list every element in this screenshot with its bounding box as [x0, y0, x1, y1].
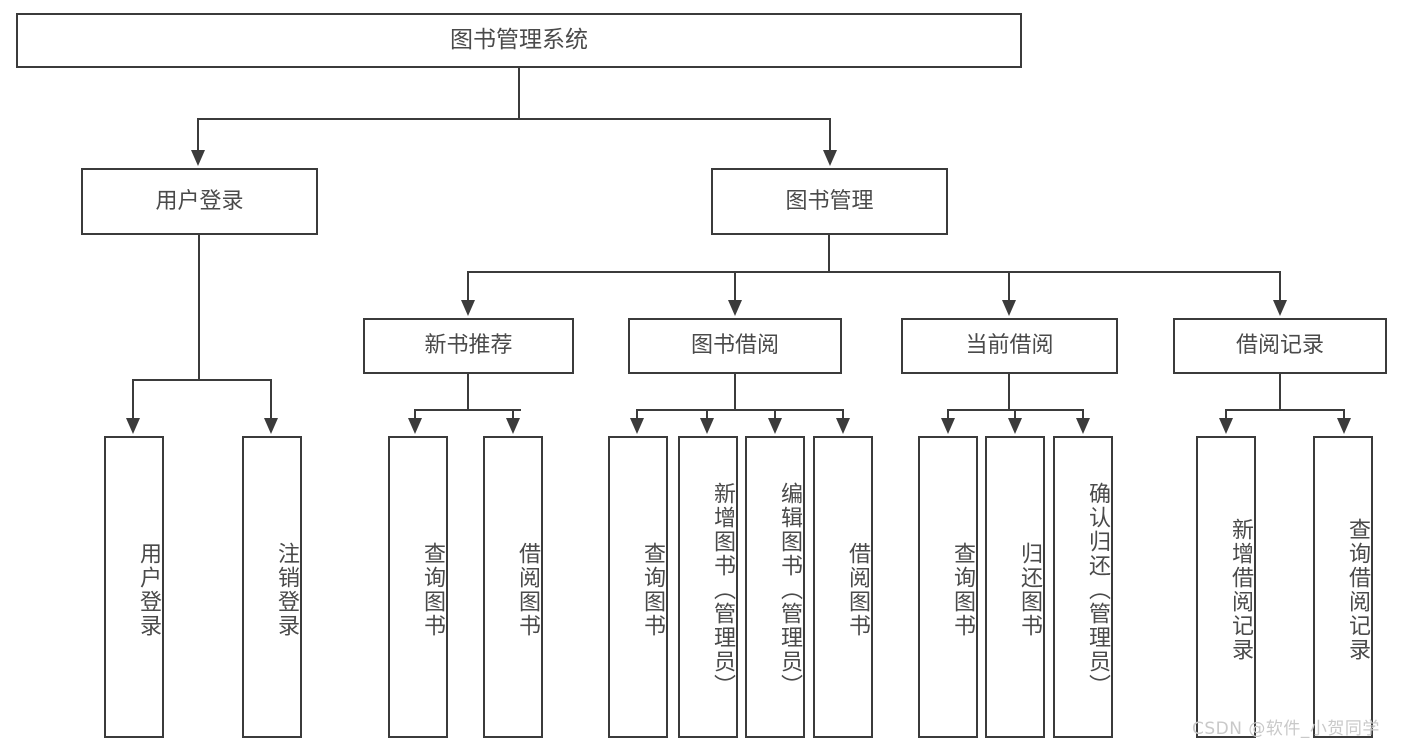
edge-group2-branch-2	[1082, 409, 1084, 418]
edge-manage-branch-3	[1279, 271, 1281, 300]
edge-group1-branch-0	[636, 409, 638, 418]
node-label: 归还图书	[1017, 542, 1042, 638]
node-label: 查询图书	[950, 542, 975, 638]
edge-login-bar	[133, 379, 272, 381]
node-leaf-8[interactable]: 查询图书	[918, 436, 978, 738]
arrow-group0-branch-0	[408, 418, 422, 434]
edge-group1-branch-1	[706, 409, 708, 418]
node-label: 确认归还（管理员）	[1085, 482, 1110, 698]
edge-manage-branch-0	[467, 271, 469, 300]
edge-group3-branch-0	[1225, 409, 1227, 418]
node-label: 图书管理	[785, 188, 874, 214]
node-leaf-0[interactable]: 用户登录	[104, 436, 164, 738]
node-label: 用户登录	[155, 188, 244, 214]
edge-login-drop	[198, 235, 200, 379]
edge-manage-drop	[828, 235, 830, 271]
node-level3-2[interactable]: 当前借阅	[901, 318, 1118, 374]
node-label: 图书借阅	[690, 333, 779, 359]
arrow-manage-branch-1	[728, 300, 742, 316]
edge-group3-bar	[1226, 409, 1344, 411]
edge-login-branch-1	[270, 379, 272, 418]
node-leaf-10[interactable]: 确认归还（管理员）	[1053, 436, 1113, 738]
arrow-group1-branch-1	[700, 418, 714, 434]
edge-group1-drop	[734, 374, 736, 409]
node-level2-1[interactable]: 图书管理	[711, 168, 948, 235]
arrow-group3-branch-0	[1219, 418, 1233, 434]
node-label: 新书推荐	[424, 333, 513, 359]
node-label: 借阅图书	[845, 542, 870, 638]
edge-group0-branch-0	[414, 409, 416, 418]
edge-root-bar	[198, 118, 831, 120]
edge-group2-drop	[1008, 374, 1010, 409]
arrow-root-branch-1	[823, 150, 837, 166]
node-leaf-12[interactable]: 查询借阅记录	[1313, 436, 1373, 738]
node-level3-1[interactable]: 图书借阅	[628, 318, 842, 374]
node-leaf-3[interactable]: 借阅图书	[483, 436, 543, 738]
node-leaf-11[interactable]: 新增借阅记录	[1196, 436, 1256, 738]
edge-group2-branch-0	[947, 409, 949, 418]
arrow-root-branch-0	[191, 150, 205, 166]
edge-group3-branch-1	[1343, 409, 1345, 418]
edge-group0-drop	[467, 374, 469, 409]
node-label: 编辑图书（管理员）	[777, 482, 802, 698]
edge-group3-drop	[1279, 374, 1281, 409]
node-label: 新增图书（管理员）	[710, 482, 735, 698]
node-root-system[interactable]: 图书管理系统	[16, 13, 1022, 68]
edge-root-branch-0	[197, 118, 199, 150]
node-label: 当前借阅	[965, 333, 1054, 359]
edge-root-drop	[518, 68, 520, 120]
arrow-group2-branch-1	[1008, 418, 1022, 434]
arrow-manage-branch-3	[1273, 300, 1287, 316]
node-label: 查询借阅记录	[1345, 518, 1370, 662]
edge-group0-bar	[415, 409, 521, 411]
edge-group2-branch-1	[1014, 409, 1016, 418]
node-label: 查询图书	[640, 542, 665, 638]
node-leaf-5[interactable]: 新增图书（管理员）	[678, 436, 738, 738]
edge-group1-branch-2	[774, 409, 776, 418]
edge-manage-branch-1	[734, 271, 736, 300]
edge-manage-bar	[468, 271, 1280, 273]
edge-group1-branch-3	[842, 409, 844, 418]
edge-group1-bar	[637, 409, 843, 411]
arrow-group2-branch-0	[941, 418, 955, 434]
arrow-group2-branch-2	[1076, 418, 1090, 434]
node-leaf-1[interactable]: 注销登录	[242, 436, 302, 738]
node-label: 用户登录	[136, 542, 161, 638]
node-label: 借阅记录	[1235, 333, 1324, 359]
arrow-login-branch-1	[264, 418, 278, 434]
node-leaf-2[interactable]: 查询图书	[388, 436, 448, 738]
arrow-group3-branch-1	[1337, 418, 1351, 434]
node-label: 注销登录	[274, 542, 299, 638]
arrow-group0-branch-1	[506, 418, 520, 434]
node-leaf-4[interactable]: 查询图书	[608, 436, 668, 738]
node-level3-0[interactable]: 新书推荐	[363, 318, 574, 374]
arrow-manage-branch-0	[461, 300, 475, 316]
node-label: 查询图书	[420, 542, 445, 638]
edge-group0-branch-1	[512, 409, 514, 418]
node-level3-3[interactable]: 借阅记录	[1173, 318, 1387, 374]
arrow-group1-branch-0	[630, 418, 644, 434]
node-label: 新增借阅记录	[1228, 518, 1253, 662]
arrow-login-branch-0	[126, 418, 140, 434]
node-level2-0[interactable]: 用户登录	[81, 168, 318, 235]
edge-manage-branch-2	[1008, 271, 1010, 300]
node-leaf-7[interactable]: 借阅图书	[813, 436, 873, 738]
node-label: 借阅图书	[515, 542, 540, 638]
node-leaf-9[interactable]: 归还图书	[985, 436, 1045, 738]
edge-root-branch-1	[829, 118, 831, 150]
node-leaf-6[interactable]: 编辑图书（管理员）	[745, 436, 805, 738]
arrow-group1-branch-2	[768, 418, 782, 434]
node-label: 图书管理系统	[450, 27, 588, 54]
arrow-group1-branch-3	[836, 418, 850, 434]
edge-login-branch-0	[132, 379, 134, 418]
arrow-manage-branch-2	[1002, 300, 1016, 316]
